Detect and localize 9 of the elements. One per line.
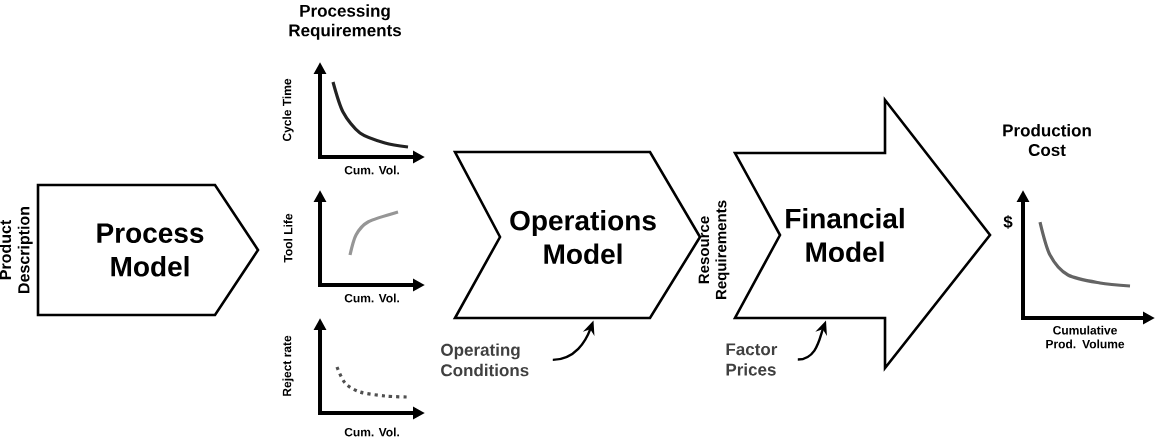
axis-label: Cumulative Prod. Volume: [1046, 325, 1125, 349]
axis-label: Cum. Vol.: [344, 293, 399, 303]
axis-label: Cum. Vol.: [344, 427, 399, 437]
annotation-text: Operating Conditions: [441, 343, 529, 377]
axis-label: Cycle Time: [282, 78, 294, 142]
chart-title: Processing Requirements: [289, 4, 401, 40]
axis-label: Tool Life: [283, 213, 293, 263]
axis-label: Reject rate: [282, 335, 294, 396]
axis-label: Cum. Vol.: [344, 165, 399, 175]
